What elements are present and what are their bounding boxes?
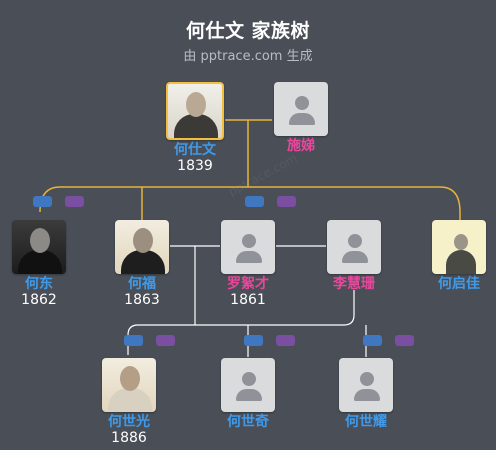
person-card-li-huishan[interactable]: 李慧珊 <box>309 220 399 292</box>
expand-button-blue[interactable] <box>245 196 264 207</box>
person-name: 何福 <box>128 276 156 292</box>
person-placeholder-icon <box>221 220 275 274</box>
person-name: 李慧珊 <box>333 276 375 292</box>
page-subtitle: 由 pptrace.com 生成 <box>183 49 313 64</box>
person-name: 施娣 <box>287 138 315 154</box>
expand-button-purple[interactable] <box>65 196 84 207</box>
person-name: 何仕文 <box>174 142 216 158</box>
expand-button-purple[interactable] <box>276 335 295 346</box>
person-card-root-mother[interactable]: 施娣 <box>256 82 346 154</box>
person-birth-year: 1861 <box>230 292 266 308</box>
person-name: 何东 <box>25 276 53 292</box>
person-birth-year: 1886 <box>111 430 147 446</box>
expand-button-purple[interactable] <box>156 335 175 346</box>
person-birth-year: 1863 <box>124 292 160 308</box>
person-card-he-qijia[interactable]: 何启佳 <box>414 220 496 292</box>
person-placeholder-icon <box>327 220 381 274</box>
page-title: 何仕文 家族树 <box>185 20 311 42</box>
person-card-luo-xucai[interactable]: 罗絮才 1861 <box>203 220 293 308</box>
expand-button-blue[interactable] <box>33 196 52 207</box>
expand-button-purple[interactable] <box>277 196 296 207</box>
person-card-he-dong[interactable]: 何东 1862 <box>0 220 84 308</box>
person-placeholder-icon <box>339 358 393 412</box>
person-name: 何世奇 <box>227 414 269 430</box>
person-photo <box>102 358 156 412</box>
person-photo <box>166 82 224 140</box>
person-placeholder-icon <box>274 82 328 136</box>
person-birth-year: 1839 <box>177 158 213 174</box>
person-name: 何世耀 <box>345 414 387 430</box>
person-placeholder-icon <box>221 358 275 412</box>
person-name: 罗絮才 <box>227 276 269 292</box>
person-card-he-shiguang[interactable]: 何世光 1886 <box>84 358 174 446</box>
person-photo <box>432 220 486 274</box>
person-birth-year: 1862 <box>21 292 57 308</box>
person-card-he-shiyao[interactable]: 何世耀 <box>321 358 411 430</box>
person-name: 何世光 <box>108 414 150 430</box>
person-photo <box>12 220 66 274</box>
person-photo <box>115 220 169 274</box>
person-card-he-shiqi[interactable]: 何世奇 <box>203 358 293 430</box>
connector-li-drop <box>343 290 355 326</box>
person-card-he-fu[interactable]: 何福 1863 <box>97 220 187 308</box>
expand-button-blue[interactable] <box>244 335 263 346</box>
connector-gen3-bar <box>127 324 344 355</box>
expand-button-blue[interactable] <box>124 335 143 346</box>
expand-button-blue[interactable] <box>363 335 382 346</box>
expand-button-purple[interactable] <box>395 335 414 346</box>
person-name: 何启佳 <box>438 276 480 292</box>
person-card-root-father[interactable]: 何仕文 1839 <box>150 82 240 174</box>
